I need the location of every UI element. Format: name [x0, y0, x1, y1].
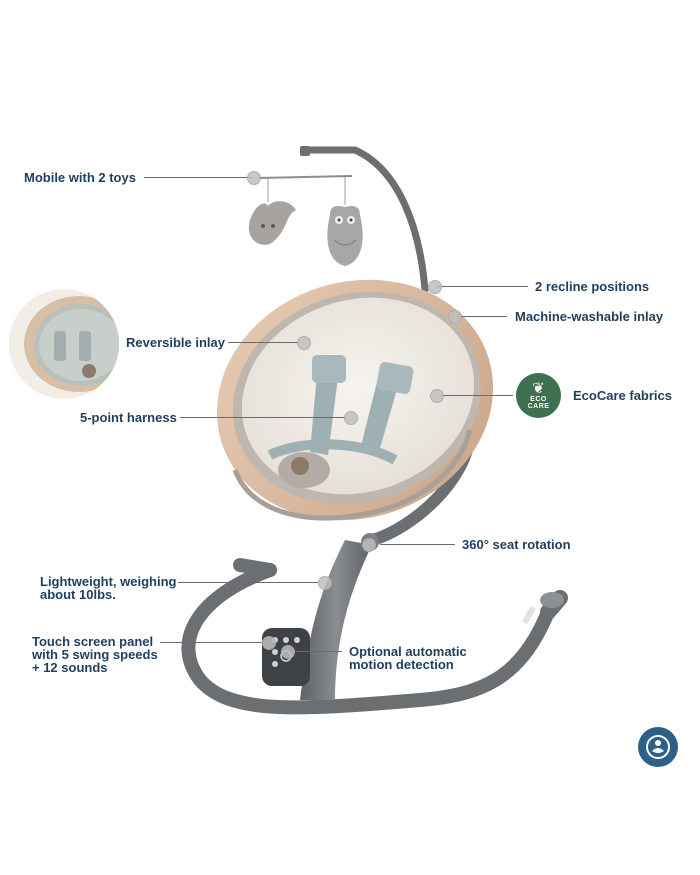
hotspot-recline	[428, 280, 442, 294]
leader-line-mobile	[144, 177, 252, 178]
hotspot-mobile	[247, 171, 261, 185]
eco-badge-bottom: CARE	[527, 403, 550, 410]
feature-label-reversible: Reversible inlay	[126, 335, 225, 350]
hotspot-washable	[448, 310, 462, 324]
hotspot-motion	[281, 645, 295, 659]
leaf-icon: ❦	[532, 380, 545, 397]
hotspot-eco-fabrics	[430, 389, 444, 403]
hotspot-lightweight	[318, 576, 332, 590]
ecocare-badge: ❦ ECO CARE	[516, 373, 561, 418]
leader-line-eco-fabrics	[441, 395, 513, 396]
feature-label-rotation: 360° seat rotation	[462, 537, 571, 552]
brand-badge	[638, 727, 678, 767]
leader-line-reversible	[228, 342, 298, 343]
leader-line-touch-panel	[160, 642, 264, 643]
swing-base	[181, 558, 568, 715]
feature-label-motion: Optional automatic motion detection	[349, 644, 467, 672]
leader-line-washable	[457, 316, 507, 317]
eco-badge-top: ECO	[530, 396, 547, 403]
mobile-crossbar	[257, 175, 353, 205]
reversible-inlay-inset	[9, 289, 119, 399]
hotspot-harness	[344, 411, 358, 425]
feature-label-harness: 5-point harness	[80, 410, 177, 425]
baby-icon	[646, 735, 670, 759]
leader-line-harness	[180, 417, 346, 418]
feature-label-washable: Machine-washable inlay	[515, 309, 664, 324]
leader-line-recline	[436, 286, 528, 287]
leader-line-rotation	[380, 544, 455, 545]
hotspot-rotation	[362, 538, 376, 552]
seat-shell	[216, 279, 494, 521]
mobile-toy-owl	[327, 205, 363, 266]
inset-illustration	[24, 296, 119, 392]
mobile-toy-bat	[248, 201, 296, 245]
hotspot-touch-panel	[262, 636, 276, 650]
feature-label-recline: 2 recline positions	[535, 279, 650, 294]
hotspot-reversible	[297, 336, 311, 350]
feature-label-touch-panel: Touch screen panel with 5 swing speeds +…	[32, 634, 158, 675]
leader-line-lightweight	[178, 582, 318, 583]
feature-label-eco-fabrics: EcoCare fabrics	[573, 388, 672, 403]
feature-label-lightweight: Lightweight, weighing about 10lbs.	[40, 574, 177, 602]
leader-line-motion	[292, 651, 342, 652]
harness-straps	[267, 355, 414, 488]
feature-label-mobile: Mobile with 2 toys	[24, 170, 136, 185]
